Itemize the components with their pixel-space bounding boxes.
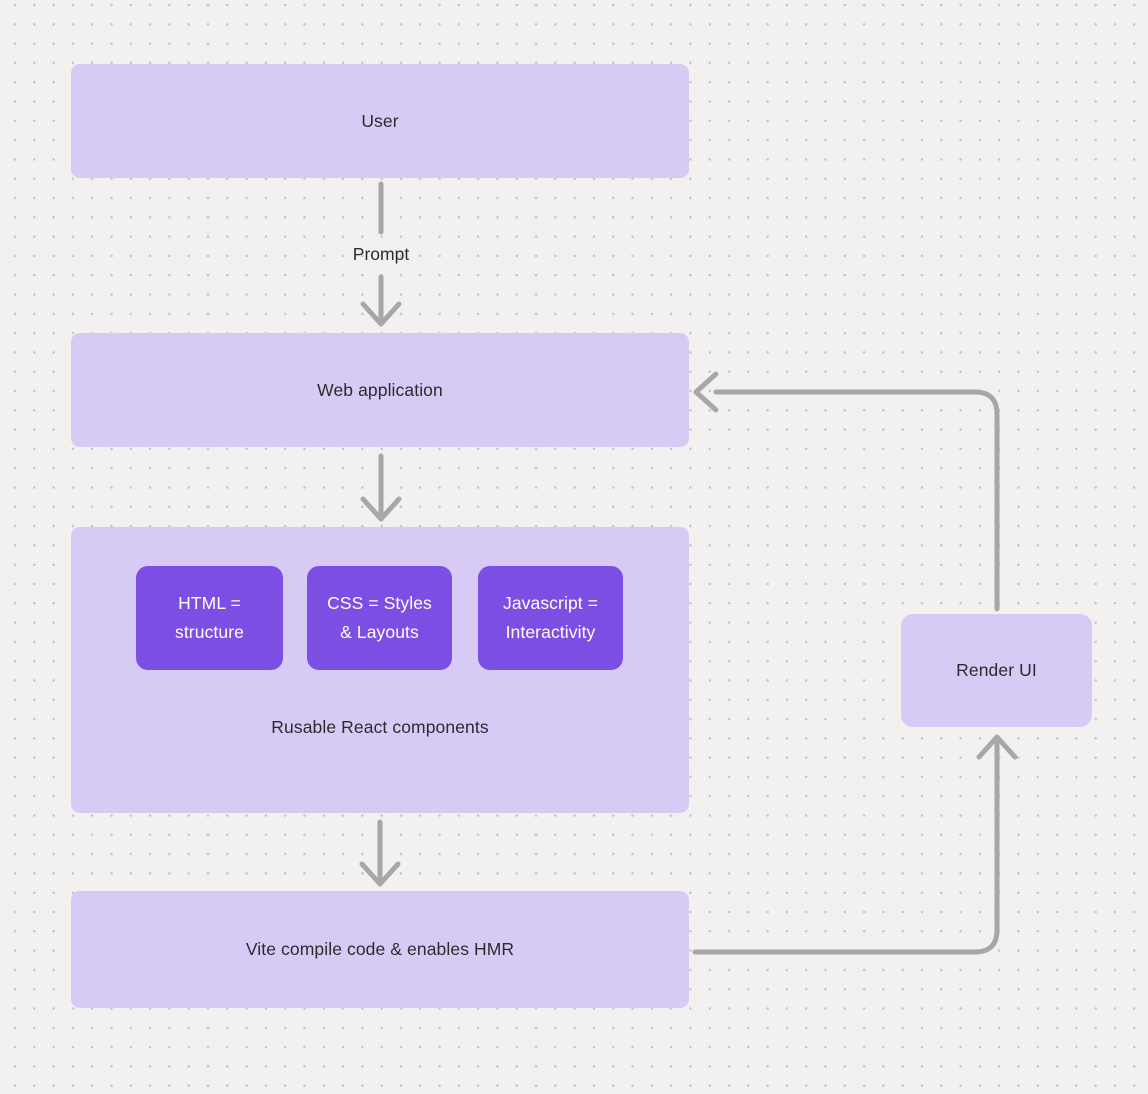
edge-vite-to-render-ui	[692, 734, 1018, 955]
node-html-structure-label: HTML = structure	[175, 593, 244, 642]
node-user: User	[71, 64, 689, 178]
node-web-application: Web application	[71, 333, 689, 447]
node-css-styles-label: CSS = Styles & Layouts	[327, 593, 432, 642]
edge-render-ui-to-web-application	[693, 371, 1000, 612]
node-html-structure: HTML = structure	[136, 566, 283, 670]
node-render-ui-label: Render UI	[956, 660, 1037, 680]
node-vite: Vite compile code & enables HMR	[71, 891, 689, 1008]
node-javascript-interactivity-label: Javascript = Interactivity	[502, 593, 599, 642]
edge-web-application-to-components	[360, 453, 402, 522]
node-css-styles: CSS = Styles & Layouts	[307, 566, 452, 670]
node-web-application-label: Web application	[317, 379, 443, 400]
node-render-ui: Render UI	[901, 614, 1092, 727]
edge-label-prompt: Prompt	[352, 244, 410, 264]
node-vite-label: Vite compile code & enables HMR	[245, 939, 515, 959]
node-user-label: User	[361, 110, 399, 131]
node-components-group: HTML = structure CSS = Styles & Layouts …	[71, 527, 689, 813]
node-javascript-interactivity: Javascript = Interactivity	[478, 566, 623, 670]
edge-components-to-vite	[359, 819, 401, 887]
components-group-caption: Rusable React components	[271, 717, 489, 737]
